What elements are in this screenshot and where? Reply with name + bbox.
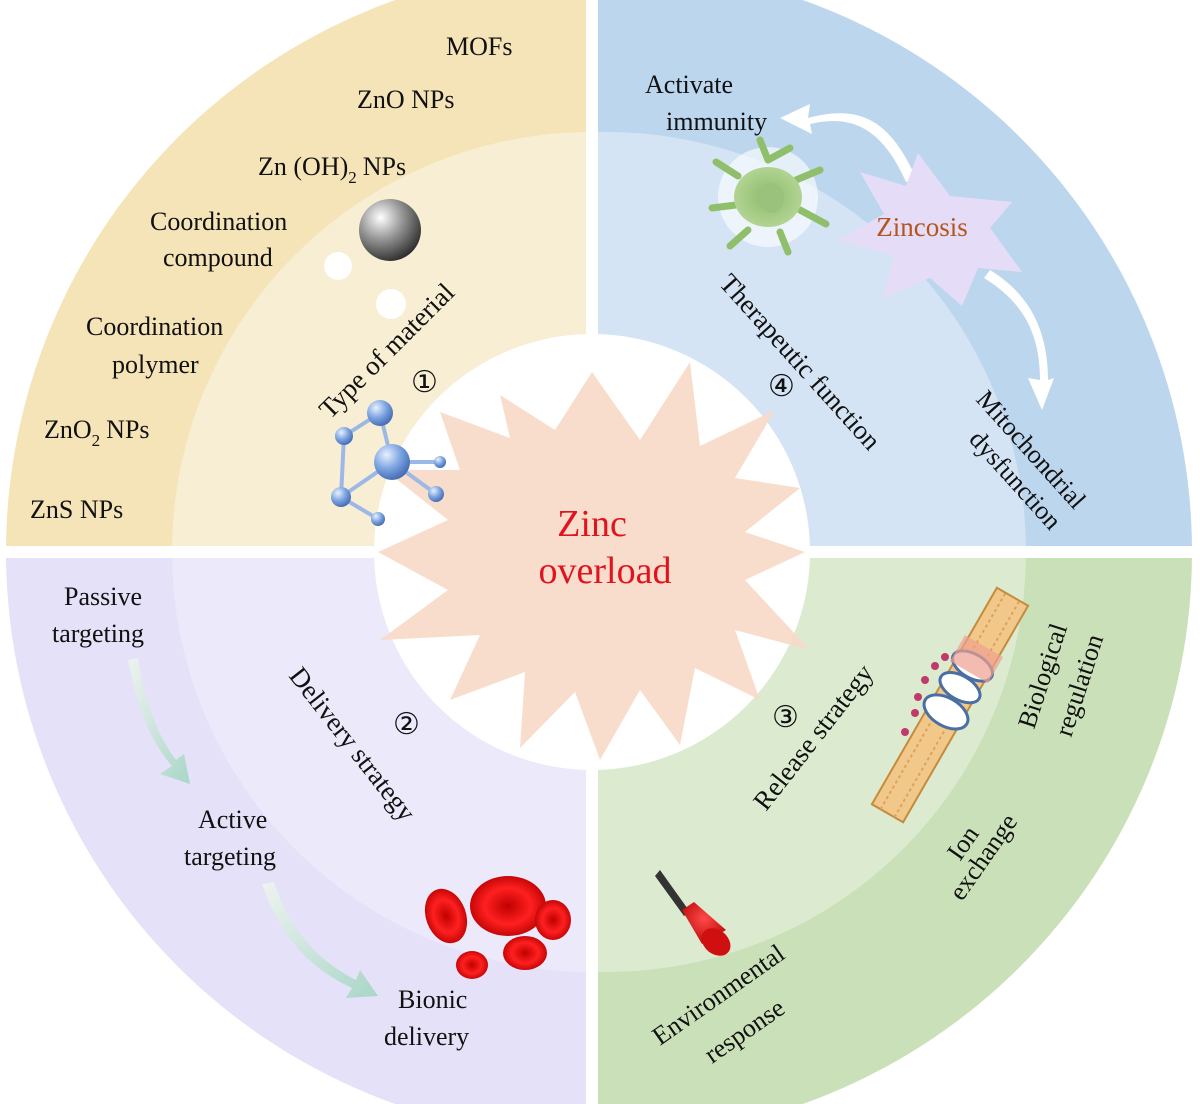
zincosis-star (838, 153, 1022, 306)
molecule-icon (331, 400, 446, 526)
nanoparticle-sphere-icon (359, 199, 421, 261)
q2-bionic-2: delivery (384, 1022, 469, 1051)
light-source-icon (655, 870, 731, 956)
q1-item-coord-compound-2: compound (163, 243, 273, 272)
down-arrow-icon (128, 658, 190, 784)
curved-arrow-icon (984, 270, 1054, 410)
bubble-icon (376, 289, 406, 319)
q1-item-coord-polymer-2: polymer (112, 350, 199, 379)
q2-number: ② (393, 708, 420, 741)
q2-passive-1: Passive (64, 582, 142, 611)
q4-activate-2: immunity (666, 107, 767, 136)
q1-item-zns: ZnS NPs (30, 495, 123, 524)
q2-passive-2: targeting (52, 619, 144, 648)
zincosis-label: Zincosis (876, 212, 968, 242)
q2-active-2: targeting (184, 842, 276, 871)
q4-activate-1: Activate (645, 70, 733, 99)
immune-cell-icon (708, 136, 830, 256)
q3-number: ③ (772, 701, 799, 734)
q1-item-mofs: MOFs (446, 32, 512, 61)
q4-number: ④ (768, 370, 795, 403)
q2-active-1: Active (198, 805, 267, 834)
red-blood-cells-icon (424, 876, 571, 979)
bubble-icon (324, 252, 352, 280)
curved-arrow-icon (780, 104, 916, 182)
q1-item-zno: ZnO NPs (357, 85, 455, 114)
q1-number: ① (411, 366, 438, 399)
q2-bionic-1: Bionic (398, 985, 467, 1014)
down-arrow-icon (262, 882, 378, 998)
center-label-line1: Zinc (557, 503, 627, 545)
cell-membrane-icon (870, 586, 1030, 824)
center-label-line2: overload (539, 550, 672, 592)
zinc-overload-burst (378, 362, 810, 760)
q1-item-coord-compound-1: Coordination (150, 207, 287, 236)
q1-item-coord-polymer-1: Coordination (86, 312, 223, 341)
ion-dots-icon (901, 653, 949, 736)
